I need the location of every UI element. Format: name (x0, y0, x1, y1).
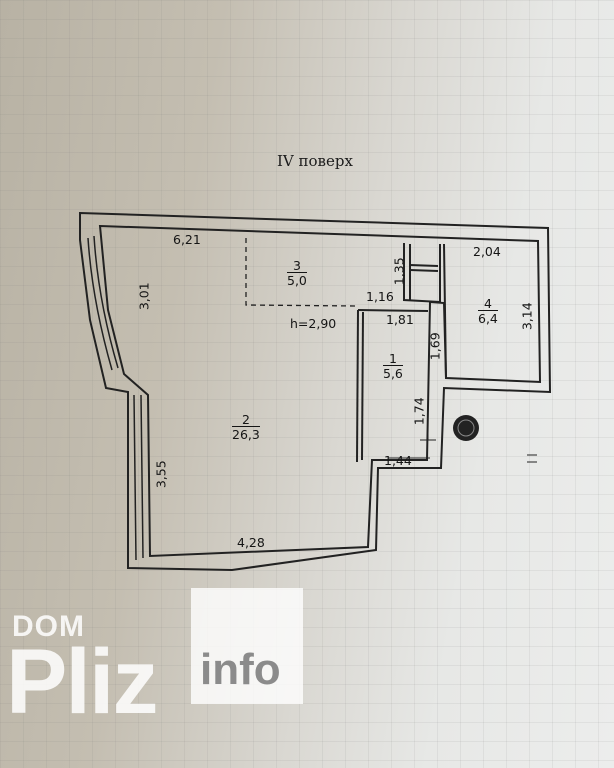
room-1-left-wall-outer (361, 311, 364, 461)
dim-1-81: 1,81 (386, 312, 414, 327)
dim-2-04: 2,04 (473, 244, 501, 259)
room-2-number: 2 (232, 413, 260, 428)
window-left-lower (133, 394, 137, 561)
floor-title: IV поверх (277, 152, 353, 170)
room-1-wall (357, 309, 429, 312)
riser-pipe (453, 415, 479, 441)
dim-3-01: 3,01 (136, 282, 152, 311)
inner-wall (98, 224, 542, 558)
room-2-area: 26,3 (232, 427, 260, 443)
room-4-wall (443, 243, 447, 379)
dim-6-21: 6,21 (173, 232, 201, 247)
shaft-divider (409, 264, 439, 267)
room-1-left-wall (356, 309, 359, 463)
room-1-label: 1 5,6 (383, 352, 403, 380)
room-3-boundary (245, 238, 357, 307)
room-3-label: 3 5,0 (287, 259, 307, 287)
watermark-pliz: Pliz (6, 631, 158, 733)
window-left-upper (87, 237, 113, 371)
dim-4-28: 4,28 (237, 535, 265, 550)
room-3-area: 5,0 (287, 273, 307, 289)
room-1-number: 1 (383, 352, 403, 367)
watermark-info: info (200, 645, 281, 694)
dim-1-35: 1,35 (391, 257, 407, 286)
shaft-wall (403, 243, 441, 304)
window-left-upper-inner (93, 235, 119, 369)
room-1-area: 5,6 (383, 366, 403, 382)
shaft-divider-2 (409, 269, 439, 272)
room-3-number: 3 (287, 259, 307, 274)
dim-1-69: 1,69 (427, 332, 443, 361)
room-4-area: 6,4 (478, 311, 498, 327)
dim-3-14: 3,14 (519, 302, 535, 331)
window-left-lower-inner (140, 394, 144, 559)
dim-1-74: 1,74 (411, 397, 427, 426)
dim-1-44: 1,44 (384, 453, 412, 468)
room-4-label: 4 6,4 (478, 297, 498, 325)
room-2-label: 2 26,3 (232, 413, 260, 441)
room-4-number: 4 (478, 297, 498, 312)
watermark-dom: DOM (12, 610, 85, 643)
dim-1-16: 1,16 (366, 289, 394, 304)
watermark-box (191, 588, 303, 704)
dim-3-55: 3,55 (153, 460, 169, 489)
ceiling-height: h=2,90 (290, 316, 337, 331)
outer-wall (79, 211, 552, 572)
